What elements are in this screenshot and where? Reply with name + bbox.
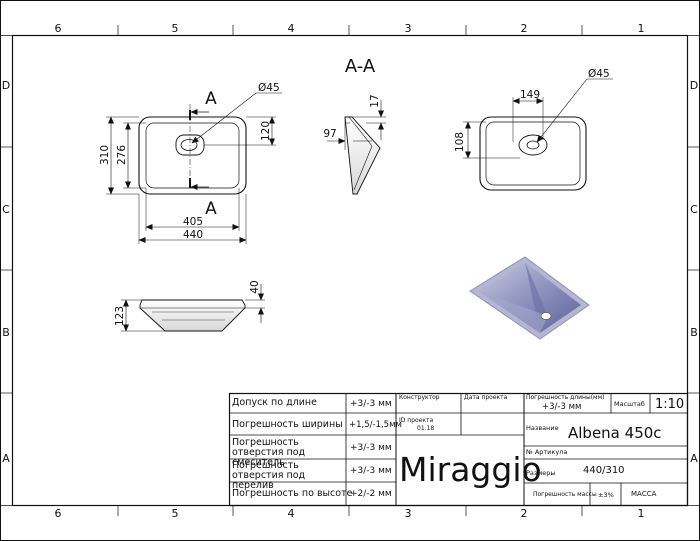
project-id-label: ID проекта	[399, 417, 434, 424]
row-label: A	[2, 452, 10, 465]
dim-label-hole-offset: 120	[260, 121, 272, 141]
dim-label-width-outer: 440	[183, 229, 203, 241]
column-label: 3	[405, 507, 412, 520]
tolerance-label-length: Допуск по длине	[232, 397, 317, 408]
row-label: D	[2, 79, 10, 92]
length-tolerance-label: Погрешность длины(мм)	[526, 394, 605, 401]
scale-value: 1:10	[655, 397, 685, 412]
tolerance-label-mixer-hole: Погрешность отверстия под смеситель	[232, 437, 306, 468]
column-label: 1	[638, 22, 645, 35]
hole-position-view	[463, 78, 613, 191]
column-label: 4	[288, 507, 295, 520]
dim-label-section-rim: 17	[369, 94, 381, 107]
mass-tolerance-value: ±3%	[598, 491, 614, 499]
column-label: 6	[55, 22, 62, 35]
hole-position-labels: 149 108 Ø45	[454, 68, 610, 152]
dim-label-depth-inner: 276	[116, 145, 128, 165]
product-name: Albena 450c	[568, 424, 662, 442]
row-labels-left: D C B A	[2, 79, 10, 465]
column-label: 5	[172, 507, 179, 520]
tolerance-label-height: Погрешность по высоте	[232, 488, 353, 499]
dim-label-hole-y: 108	[454, 132, 466, 152]
column-label: 2	[521, 22, 528, 35]
column-label: 4	[288, 22, 295, 35]
constructor-label: Конструктор	[399, 394, 440, 401]
tolerance-label-overflow-hole: Погрешность отверстия под перелив	[232, 460, 306, 491]
column-label: 3	[405, 22, 412, 35]
tolerance-value-mixer-hole: +3/-3 мм	[350, 443, 392, 453]
row-label: B	[690, 326, 698, 339]
dim-label-section-width: 97	[323, 128, 336, 140]
dim-label-hole-x: 149	[520, 89, 540, 101]
row-label: C	[690, 203, 698, 216]
tolerance-label-width: Погрешность ширины	[232, 419, 343, 430]
side-view	[121, 284, 265, 332]
column-label: 1	[638, 507, 645, 520]
column-label: 5	[172, 22, 179, 35]
project-date-label: Дата проекта	[464, 394, 508, 401]
name-label: Название	[526, 424, 559, 432]
article-label: № Артикула	[526, 448, 568, 456]
brand-logo: Miraggio	[399, 450, 542, 489]
iso-view-sink	[469, 256, 590, 340]
row-label: B	[2, 326, 10, 339]
section-view-labels: 17 97	[323, 94, 381, 140]
length-tolerance-value: +3/-3 мм	[542, 402, 582, 412]
column-label: 6	[55, 507, 62, 520]
tolerance-value-overflow-hole: +3/-3 мм	[350, 466, 392, 476]
dim-label-height-total: 123	[114, 306, 126, 326]
dim-label-rim-height: 40	[249, 280, 261, 293]
tolerance-value-height: +2/-2 мм	[350, 489, 392, 499]
row-labels-right: D C B A	[690, 79, 698, 465]
top-view	[106, 92, 282, 244]
section-marker-label: A	[205, 199, 217, 219]
side-view-labels: 123 40	[114, 280, 261, 326]
column-labels-top: 6 5 4 3 2 1	[55, 22, 645, 35]
sizes-value: 440/310	[583, 465, 625, 476]
mass-tolerance-label: Погрешность массы	[533, 491, 597, 498]
tolerance-value-width: +1,5/-1,5мм	[349, 420, 402, 430]
column-label: 2	[521, 507, 528, 520]
project-id-value: 01.18	[417, 425, 435, 432]
dim-label-hole-diameter: Ø45	[258, 82, 280, 94]
column-labels-bottom: 6 5 4 3 2 1	[55, 507, 645, 520]
mass-label: МАССА	[631, 490, 657, 498]
section-title: A-A	[345, 56, 376, 77]
dim-label-hole-diameter: Ø45	[588, 68, 610, 80]
row-label: A	[690, 452, 698, 465]
section-marker-label: A	[205, 89, 217, 109]
title-block-grid	[228, 392, 689, 507]
scale-label: Масштаб	[614, 400, 645, 408]
section-view	[327, 100, 386, 195]
dim-label-depth-outer: 310	[99, 145, 111, 165]
row-label: C	[2, 203, 10, 216]
dim-label-width-inner: 405	[183, 216, 203, 228]
top-view-labels: A A 440 405 310 276 120 Ø45	[99, 82, 280, 241]
tolerance-value-length: +3/-3 мм	[350, 399, 392, 409]
row-label: D	[690, 79, 698, 92]
sizes-label: Размеры	[526, 469, 556, 477]
